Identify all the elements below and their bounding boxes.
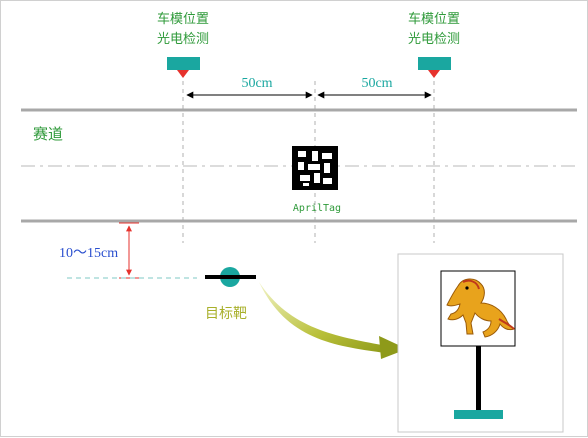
target-base — [454, 410, 503, 419]
offset-dimension: 10～15cm — [59, 222, 139, 279]
track-label: 赛道 — [33, 125, 63, 143]
target-label: 目标靶 — [205, 306, 247, 322]
swoosh-arrow-icon — [259, 282, 407, 359]
horse-icon — [446, 278, 516, 338]
dimension-left-label: 50cm — [241, 76, 272, 91]
apriltag-icon — [292, 146, 338, 190]
target-pole — [476, 346, 481, 410]
right-sensor-label-line1: 车模位置 — [408, 11, 460, 27]
dimension-right: 50cm — [317, 76, 432, 99]
dimension-right-label: 50cm — [361, 76, 392, 91]
target-inset-panel — [397, 253, 564, 433]
left-sensor-label-line1: 车模位置 — [157, 11, 209, 27]
offset-label: 10～15cm — [59, 246, 118, 261]
target-icon — [205, 267, 256, 287]
right-sensor-label: 车模位置 光电检测 — [408, 11, 460, 47]
right-sensor-label-line2: 光电检测 — [408, 32, 460, 47]
dimension-left: 50cm — [186, 76, 313, 99]
left-photo-sensor-icon — [167, 57, 200, 78]
left-sensor-label-line2: 光电检测 — [157, 32, 209, 47]
apriltag-label: AprilTag — [293, 203, 341, 214]
right-photo-sensor-icon — [418, 57, 451, 78]
left-sensor-label: 车模位置 光电检测 — [157, 11, 209, 47]
